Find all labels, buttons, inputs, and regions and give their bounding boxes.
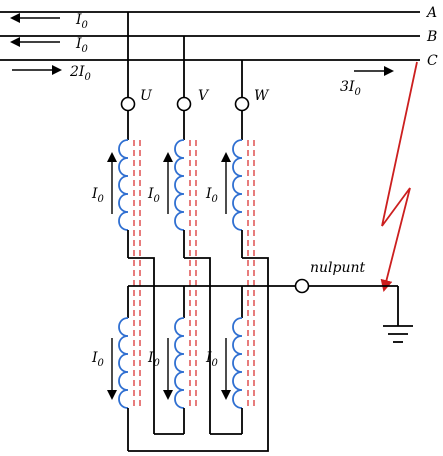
- lower-coil-u: [118, 317, 129, 409]
- bus-a-current-label: I0: [75, 12, 89, 31]
- upper-current-label-v: I0: [147, 186, 161, 205]
- bus-c-current-label: 2I0: [69, 64, 91, 83]
- bus-b-label: B: [426, 29, 437, 45]
- terminal-v: [176, 96, 192, 112]
- upper-coil-v: [174, 139, 185, 231]
- neutral-terminal: [294, 278, 310, 294]
- upper-coil-w: [232, 139, 243, 231]
- lower-coil-w: [232, 317, 243, 409]
- upper-coil-u: [118, 139, 129, 231]
- bus-c-label: C: [427, 53, 438, 69]
- bus-a-label: A: [425, 5, 437, 21]
- phase-w-label: W: [254, 88, 270, 104]
- terminal-u: [120, 96, 136, 112]
- fault-lightning: [380, 61, 418, 292]
- lower-coil-v: [174, 317, 185, 409]
- bottom-loop: [128, 434, 269, 452]
- lower-current-label-u: I0: [91, 350, 105, 369]
- magnetic-core-lines: [133, 140, 255, 408]
- connector-w: [242, 257, 269, 434]
- connector-u: [128, 257, 155, 434]
- phase-u-label: U: [140, 88, 153, 104]
- neutral-label: nulpunt: [310, 260, 366, 276]
- upper-current-label-w: I0: [205, 186, 219, 205]
- lower-current-label-w: I0: [205, 350, 219, 369]
- connector-v: [184, 257, 211, 434]
- phase-v-label: V: [198, 88, 210, 104]
- terminal-w: [234, 96, 250, 112]
- ground-symbol: [383, 325, 413, 343]
- upper-current-label-u: I0: [91, 186, 105, 205]
- fault-current-label: 3I0: [340, 79, 361, 98]
- lower-current-label-v: I0: [147, 350, 161, 369]
- bus-b-current-label: I0: [75, 36, 89, 55]
